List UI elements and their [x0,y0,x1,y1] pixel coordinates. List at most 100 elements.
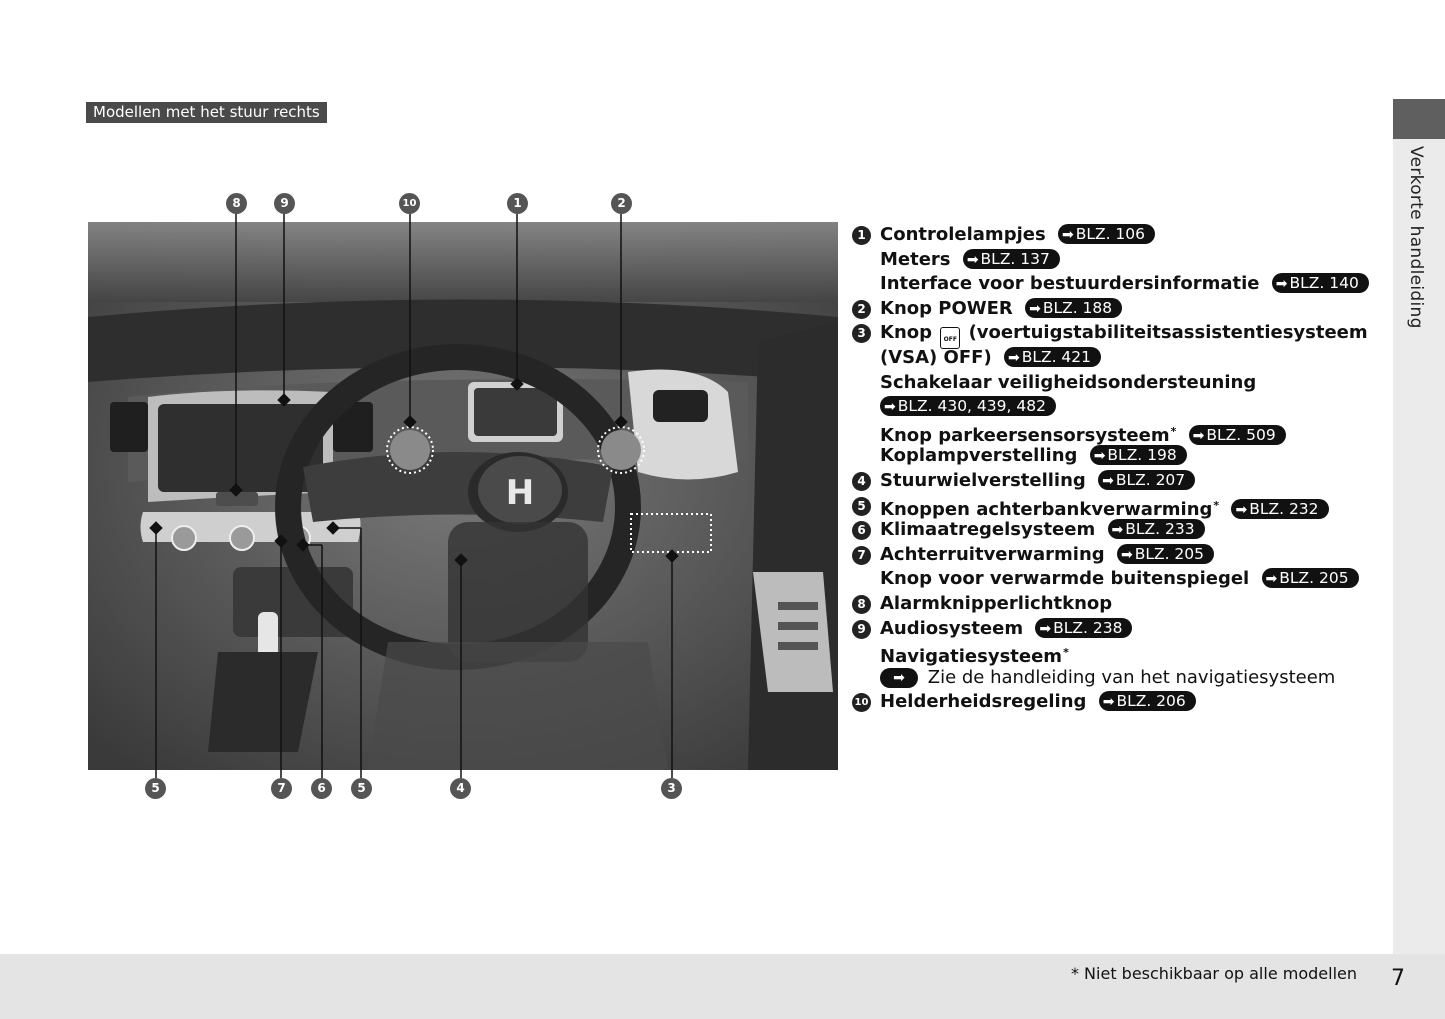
section-tag: Modellen met het stuur rechts [86,102,327,123]
callout-8: 8 [226,193,247,214]
legend-text: Interface voor bestuurdersinformatie [880,273,1260,295]
arrow-right-icon: ➡ [1111,522,1124,539]
callout-4: 4 [450,778,471,799]
legend-row: 6 Klimaatregelsysteem ➡BLZ. 233 [852,518,1372,543]
page-ref-link[interactable]: ➡BLZ. 430, 439, 482 [880,396,1056,417]
arrow-right-icon: ➡ [1275,276,1288,293]
side-strip [1393,139,1445,954]
page-ref-link[interactable]: ➡BLZ. 238 [1035,617,1133,638]
legend-row: 2 Knop POWER ➡BLZ. 188 [852,297,1372,322]
arrow-right-icon[interactable]: ➡ [880,667,918,688]
legend-text: Meters [880,248,951,270]
page-ref-link[interactable]: ➡BLZ. 207 [1098,469,1196,490]
page-ref-link[interactable]: ➡BLZ. 206 [1098,691,1196,712]
callout-1: 1 [507,193,528,214]
callout-7: 7 [271,778,292,799]
svg-text:H: H [506,473,534,513]
legend-text: Stuurwielverstelling [880,469,1086,491]
legend-row: 1 Controlelampjes ➡BLZ. 106 [852,223,1372,248]
legend-text: Helderheidsregeling [880,691,1087,713]
legend: 1 Controlelampjes ➡BLZ. 106 Meters ➡BLZ.… [852,223,1372,715]
page-ref-link[interactable]: ➡BLZ. 205 [1116,543,1215,564]
callout-5-left: 5 [145,778,166,799]
page-ref-link[interactable]: ➡BLZ. 137 [962,248,1060,269]
legend-number: 6 [852,521,871,541]
legend-row: 7 Achterruitverwarming ➡BLZ. 205 [852,543,1372,568]
legend-row: Navigatiesysteem* [852,641,1372,668]
callout-2: 2 [611,193,632,214]
arrow-right-icon: ➡ [966,251,979,268]
page-ref-link[interactable]: ➡BLZ. 188 [1025,297,1123,318]
arrow-right-icon: ➡ [1061,227,1074,243]
page-ref-link[interactable]: ➡BLZ. 232 [1231,498,1329,519]
side-tab-marker [1393,99,1445,139]
page-ref-link[interactable]: ➡BLZ. 140 [1271,273,1369,294]
legend-text: Knoppen achterbankverwarming [880,498,1213,520]
legend-text: Alarmknipperlichtknop [880,592,1113,614]
footer-bar [0,954,1445,1019]
legend-row: 5 Knoppen achterbankverwarming* ➡BLZ. 23… [852,494,1372,520]
legend-text: Koplampverstelling [880,445,1078,467]
footnote-star: * [1063,646,1069,660]
legend-number: 2 [852,299,871,319]
legend-text: Knop parkeersensorsysteem [880,424,1170,446]
page-ref-link[interactable]: ➡BLZ. 106 [1057,224,1156,244]
legend-number: 7 [852,545,871,565]
legend-row: Interface voor bestuurdersinformatie ➡BL… [852,272,1372,297]
legend-text: Navigatiesysteem [880,646,1063,668]
legend-row: Knop parkeersensorsysteem* ➡BLZ. 509 [852,420,1372,446]
arrow-right-icon: ➡ [1029,300,1041,317]
legend-row: 9 Audiosysteem ➡BLZ. 238 [852,617,1372,642]
side-tab-label: Verkorte handleiding [1406,146,1426,329]
legend-text: Knop [880,322,933,344]
legend-number: 9 [852,619,871,639]
legend-number: 5 [852,496,871,516]
legend-text: (voertuigstabiliteitsassistentiesysteem [968,322,1368,344]
legend-row: 8 Alarmknipperlichtknop [852,592,1372,617]
legend-row: Knop voor verwarmde buitenspiegel ➡BLZ. … [852,567,1372,592]
vsa-off-icon: OFF [940,327,961,350]
arrow-right-icon: ➡ [1007,349,1020,366]
legend-row: (VSA) OFF) ➡BLZ. 421 [852,346,1372,371]
legend-row: 4 Stuurwielverstelling ➡BLZ. 207 [852,469,1372,494]
legend-text: Audiosysteem [880,617,1024,639]
arrow-right-icon: ➡ [1102,694,1115,711]
legend-text: Zie de handleiding van het navigatiesyst… [927,666,1336,688]
legend-number: 10 [852,693,871,713]
arrow-right-icon: ➡ [1192,427,1205,444]
arrow-right-icon: ➡ [1265,571,1278,588]
page-ref-link[interactable]: ➡BLZ. 509 [1188,424,1286,445]
footnote-star: * [1213,498,1220,512]
legend-number: 4 [852,471,871,491]
legend-row: 10 Helderheidsregeling ➡BLZ. 206 [852,690,1372,715]
legend-text: Knop POWER [880,297,1013,319]
footnote: * Niet beschikbaar op alle modellen [1070,964,1357,983]
footnote-star: * [1170,424,1177,438]
arrow-right-icon: ➡ [1235,501,1248,518]
legend-row: Koplampverstelling ➡BLZ. 198 [852,444,1372,469]
page-ref-link[interactable]: ➡BLZ. 233 [1107,519,1205,540]
page-ref-link[interactable]: ➡BLZ. 198 [1089,445,1187,466]
legend-text: Achterruitverwarming [880,543,1105,565]
page-number: 7 [1391,966,1405,991]
callout-3: 3 [661,778,682,799]
legend-number: 3 [852,324,871,344]
callout-5-right: 5 [351,778,372,799]
legend-number: 1 [852,226,871,245]
page-ref-link[interactable]: ➡BLZ. 205 [1261,568,1359,589]
arrow-right-icon: ➡ [1039,620,1052,637]
callout-6: 6 [311,778,332,799]
dashboard-photo: H [88,222,838,770]
legend-row: 3 Knop OFF (voertuigstabiliteitsassisten… [852,321,1372,350]
page-ref-link[interactable]: ➡BLZ. 421 [1003,346,1102,367]
arrow-right-icon: ➡ [1120,546,1133,563]
legend-row: Schakelaar veiligheidsondersteuning [852,371,1372,396]
legend-row: ➡ Zie de handleiding van het navigatiesy… [852,666,1372,691]
legend-text: Schakelaar veiligheidsondersteuning [880,371,1257,393]
arrow-right-icon: ➡ [1102,472,1114,489]
legend-text: (VSA) OFF) [880,346,992,368]
legend-text: Controlelampjes [880,224,1046,245]
legend-row: Meters ➡BLZ. 137 [852,248,1372,273]
legend-number: 8 [852,594,871,614]
